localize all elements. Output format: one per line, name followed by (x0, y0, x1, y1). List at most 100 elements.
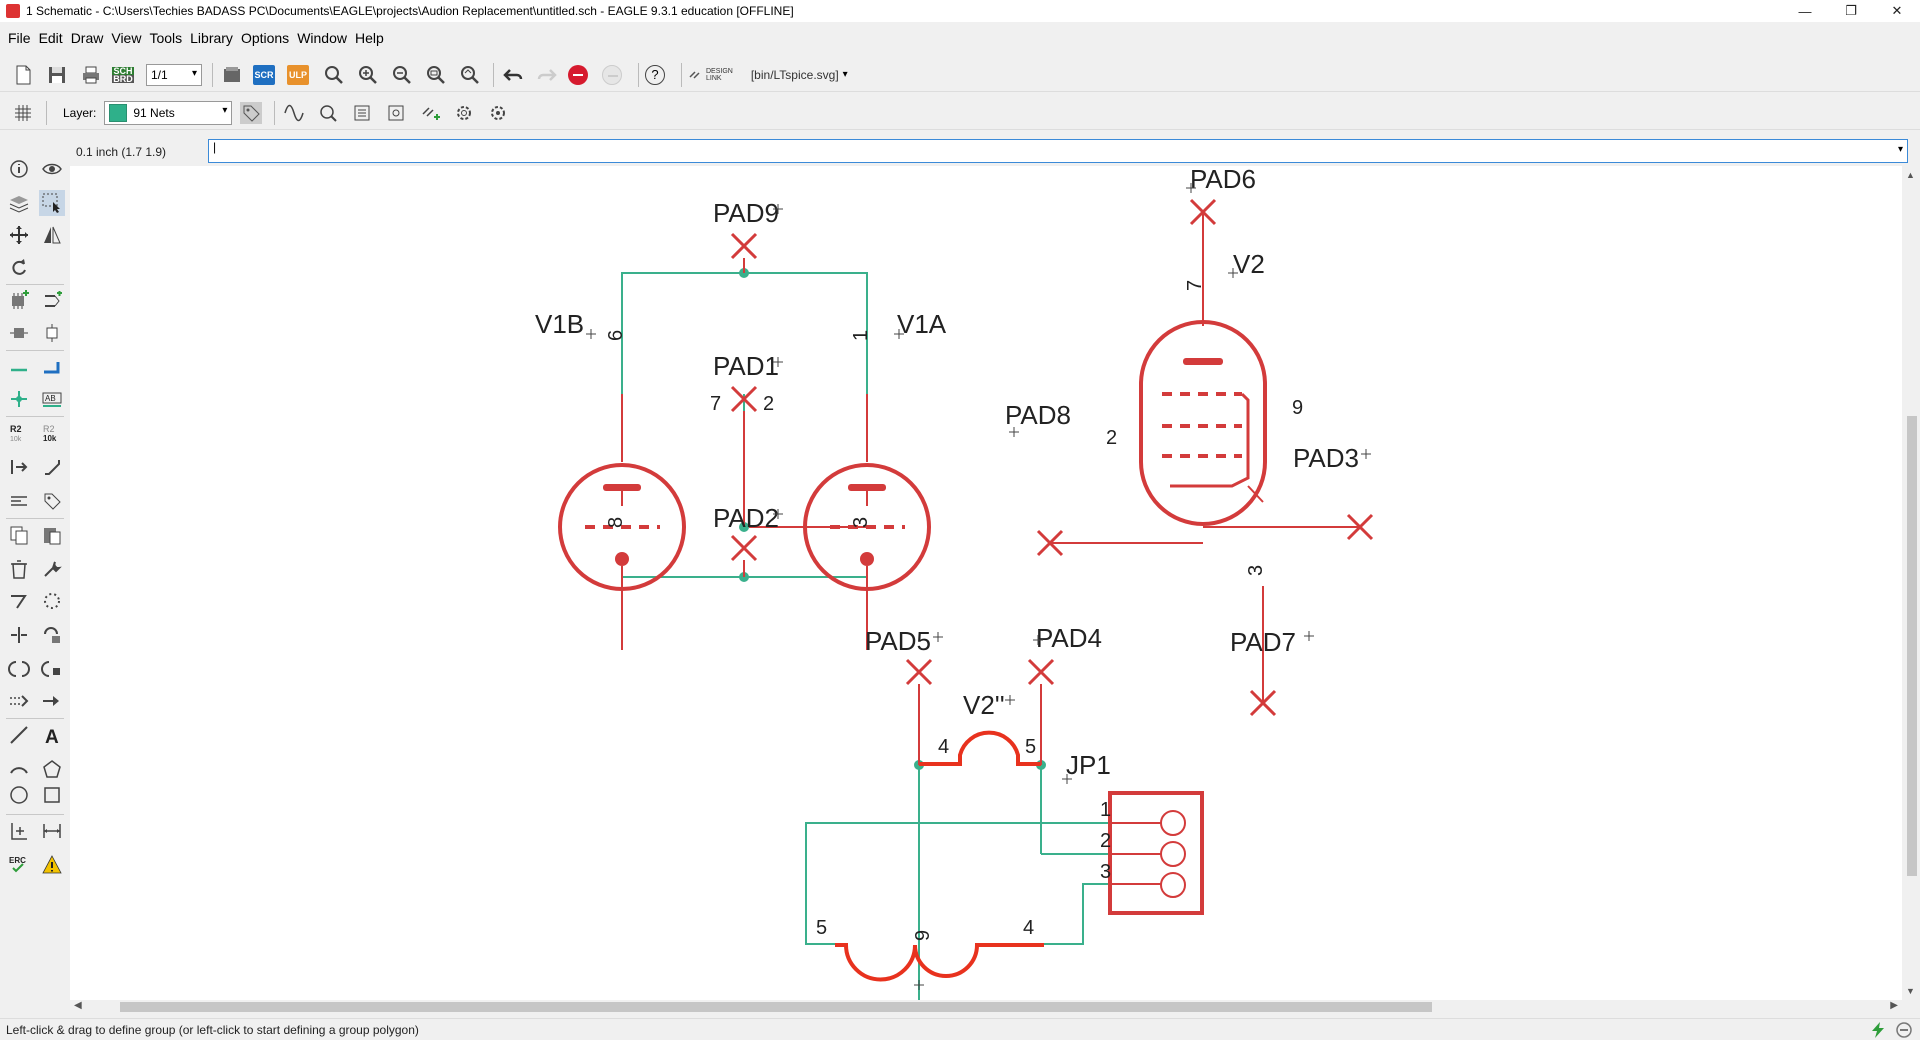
layer-select[interactable]: 91 Nets (104, 100, 233, 125)
scroll-down-icon[interactable]: ▼ (1906, 986, 1915, 996)
lightning-icon[interactable] (1868, 1021, 1888, 1039)
lock-button[interactable] (39, 656, 65, 682)
layer-tag-button[interactable] (238, 100, 264, 126)
paste-button[interactable] (39, 522, 65, 548)
minimize-button[interactable]: — (1798, 3, 1812, 19)
delete-button[interactable] (6, 556, 32, 582)
tube-v1a[interactable] (803, 463, 931, 591)
pinswap-button[interactable] (39, 288, 65, 314)
heater-bottom[interactable] (835, 943, 1044, 982)
errors-button[interactable] (39, 852, 65, 878)
pad6-marker[interactable] (1189, 198, 1217, 226)
close-button[interactable]: ✕ (1891, 3, 1903, 18)
gate-swap-button[interactable] (39, 320, 65, 346)
net-wire-jp1-3[interactable] (1044, 883, 1110, 945)
file-label-dropdown[interactable]: [bin/LTspice.svg] (750, 67, 839, 82)
zoom-select-button[interactable] (423, 62, 449, 88)
scroll-right-icon[interactable]: ▶ (1890, 1000, 1898, 1011)
bend-button[interactable] (6, 588, 32, 614)
vertical-scrollbar[interactable]: ▲ ▼ (1902, 166, 1920, 1000)
text-button[interactable]: A (39, 722, 65, 748)
zoom-in-button[interactable] (355, 62, 381, 88)
pad9-marker[interactable] (730, 232, 758, 260)
zoom-fit-button[interactable] (321, 62, 347, 88)
horizontal-scroll-thumb[interactable] (120, 1002, 1432, 1012)
smash-button[interactable] (6, 454, 32, 480)
menu-library[interactable]: Library (190, 30, 233, 46)
group-button[interactable] (39, 190, 65, 216)
arc-button[interactable] (6, 756, 32, 782)
rotate-button[interactable] (6, 254, 32, 280)
horizontal-scrollbar[interactable]: ◀ ▶ (70, 1000, 1902, 1014)
redo-button[interactable] (534, 62, 560, 88)
spice-probe-button[interactable] (315, 100, 341, 126)
route-button[interactable] (39, 688, 65, 714)
pad4-marker[interactable] (1027, 658, 1055, 686)
chevron-down-icon[interactable]: ▾ (1897, 144, 1903, 155)
spice-signal-button[interactable] (281, 100, 307, 126)
spice-settings-button[interactable] (451, 100, 477, 126)
menu-window[interactable]: Window (297, 30, 347, 46)
restore-button[interactable]: ❐ (1845, 3, 1857, 18)
stop-status-icon[interactable] (1894, 1021, 1914, 1039)
net-wire-jp1-1[interactable] (805, 822, 1110, 945)
pad7-marker[interactable] (1249, 689, 1277, 717)
go-button[interactable] (602, 64, 622, 85)
sch-brd-switch-button[interactable]: SCH BRD (112, 65, 134, 85)
rectangle-button[interactable] (39, 782, 65, 808)
spice-model-button[interactable] (349, 100, 375, 126)
display-layers-button[interactable] (6, 190, 32, 216)
heater-v2-top[interactable] (919, 730, 1041, 766)
scroll-left-icon[interactable]: ◀ (74, 1000, 82, 1011)
pad5-marker[interactable] (905, 658, 933, 686)
scroll-up-icon[interactable]: ▲ (1906, 170, 1915, 180)
stop-button[interactable] (568, 64, 588, 85)
dimension-button[interactable] (39, 818, 65, 844)
undo-button[interactable] (500, 62, 526, 88)
save-button[interactable] (44, 62, 70, 88)
cam-button[interactable] (219, 62, 245, 88)
mirror-button[interactable] (39, 222, 65, 248)
menu-tools[interactable]: Tools (149, 30, 183, 46)
new-file-button[interactable] (10, 62, 36, 88)
add-part-button[interactable] (6, 288, 32, 314)
pad3-marker[interactable] (1346, 513, 1374, 541)
connect-button[interactable] (6, 656, 32, 682)
tube-v2[interactable] (1139, 320, 1267, 526)
menu-file[interactable]: File (8, 30, 31, 46)
pad2-marker[interactable] (730, 534, 758, 562)
line-button[interactable] (6, 722, 32, 748)
grid-button[interactable] (10, 100, 36, 126)
tube-v1b[interactable] (558, 463, 686, 591)
spice-simulate-button[interactable] (485, 100, 511, 126)
pad1-marker[interactable] (730, 385, 758, 413)
menu-help[interactable]: Help (354, 30, 384, 46)
spice-netlist-button[interactable] (383, 100, 409, 126)
attribute-button[interactable] (39, 488, 65, 514)
vertical-scroll-thumb[interactable] (1907, 416, 1917, 876)
schematic-canvas[interactable]: PAD9 PAD1 PAD2 PAD6 PAD8 PAD3 PAD7 PAD5 … (70, 164, 1902, 1008)
sheet-select[interactable]: 1/1 (146, 63, 202, 86)
menu-edit[interactable]: Edit (38, 30, 63, 46)
label-button[interactable]: AB (39, 386, 65, 412)
edit-part-button[interactable] (39, 622, 65, 648)
optimize-button[interactable] (39, 588, 65, 614)
help-button[interactable]: ? (645, 64, 665, 85)
command-line-input[interactable]: | ▾ (208, 139, 1908, 163)
menu-options[interactable]: Options (240, 30, 290, 46)
zoom-area-button[interactable] (457, 62, 483, 88)
info-button[interactable] (6, 156, 32, 182)
jumper-jp1[interactable] (1108, 791, 1204, 915)
replace-button[interactable] (6, 320, 32, 346)
mark-button[interactable] (6, 818, 32, 844)
ulp-button[interactable]: ULP (287, 64, 309, 85)
circle-button[interactable] (6, 782, 32, 808)
zoom-out-button[interactable] (389, 62, 415, 88)
bus-button[interactable] (39, 354, 65, 380)
change-button[interactable] (39, 556, 65, 582)
spice-add-button[interactable] (417, 100, 443, 126)
show-button[interactable] (39, 156, 65, 182)
script-button[interactable]: SCR (253, 64, 275, 85)
